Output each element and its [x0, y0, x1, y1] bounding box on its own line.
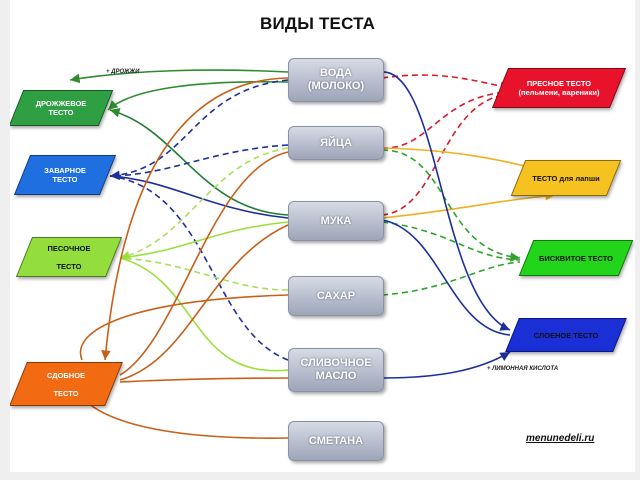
dough-pesochnoe-label: ПЕСОЧНОЕ ТЕСТО [47, 243, 91, 271]
dough-drozhzhevoe-label: ДРОЖЖЕВОЕ ТЕСТО [35, 99, 87, 117]
dough-drozhzhevoe: ДРОЖЖЕВОЕ ТЕСТО [10, 90, 114, 126]
ingredient-sakhar: САХАР [288, 276, 384, 316]
dough-presnoe: ПРЕСНОЕ ТЕСТО (пельмени, вареники) [491, 68, 627, 108]
dough-biskvit: БИСКВИТОЕ ТЕСТО [518, 240, 634, 276]
dough-lapsha: ТЕСТО для лапши [510, 160, 622, 196]
dough-zavarnoe-label: ЗАВАРНОЕ ТЕСТО [44, 166, 86, 184]
dough-biskvit-label: БИСКВИТОЕ ТЕСТО [539, 253, 613, 263]
dough-sloenoe-label: СЛОЕНОЕ ТЕСТО [533, 330, 599, 340]
website-watermark: menunedeli.ru [526, 433, 595, 444]
yeast-note: + ДРОЖЖИ [106, 69, 140, 75]
citric-acid-note: + ЛИМОННАЯ КИСЛОТА [487, 366, 559, 372]
dough-sloenoe: СЛОЕНОЕ ТЕСТО [505, 318, 627, 352]
ingredient-smetana: СМЕТАНА [288, 421, 384, 461]
ingredient-voda: ВОДА (МОЛОКО) [288, 58, 384, 102]
dough-lapsha-label: ТЕСТО для лапши [532, 173, 600, 183]
ingredient-yaitsa: ЯЙЦА [288, 126, 384, 160]
dough-presnoe-label: ПРЕСНОЕ ТЕСТО (пельмени, вареники) [518, 79, 600, 97]
diagram-canvas: ВИДЫ ТЕСТА ВОДА (МОЛОКО) ЯЙЦА МУКА САХАР… [10, 0, 635, 472]
page-title: ВИДЫ ТЕСТА [260, 14, 376, 33]
ingredient-maslo: СЛИВОЧНОЕ МАСЛО [288, 348, 384, 392]
dough-sdobnoe-label: СДОБНОЕ ТЕСТО [46, 370, 86, 398]
ingredient-muka: МУКА [288, 201, 384, 241]
dough-sdobnoe: СДОБНОЕ ТЕСТО [10, 362, 123, 406]
dough-pesochnoe: ПЕСОЧНОЕ ТЕСТО [15, 237, 123, 277]
dough-zavarnoe: ЗАВАРНОЕ ТЕСТО [13, 155, 117, 195]
